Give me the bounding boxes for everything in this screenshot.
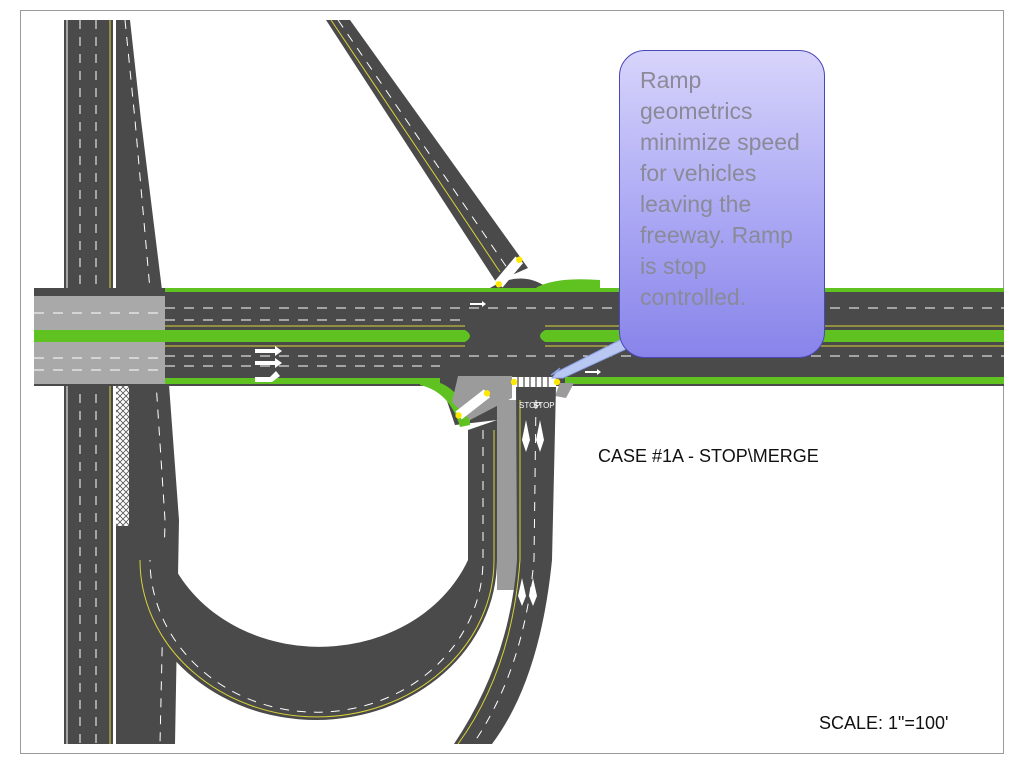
small-arrow-1 — [470, 301, 486, 307]
gore-hatch — [116, 386, 129, 526]
right-turn-arrow — [255, 371, 280, 382]
scale-label: SCALE: 1"=100' — [819, 713, 949, 733]
case-label: CASE #1A - STOP\MERGE — [598, 446, 819, 466]
through-arrow-2 — [255, 358, 282, 368]
bridge-deck — [34, 296, 165, 384]
diagonal-ramp — [326, 19, 528, 282]
crosswalks — [455, 256, 561, 420]
lane-arrow-merge-2 — [529, 578, 537, 606]
lane-arrows — [255, 301, 601, 382]
lane-arrow-merge-1 — [518, 578, 526, 606]
callout-text: Ramp geometrics minimize speed for vehic… — [640, 67, 800, 310]
lane-arrow-left-1 — [522, 420, 530, 452]
off-ramp — [454, 386, 556, 745]
crossroad — [34, 278, 1004, 386]
stop-marking-right: STOP — [533, 401, 555, 410]
callout-box: Ramp geometrics minimize speed for vehic… — [619, 50, 825, 358]
through-arrow-1 — [255, 346, 282, 356]
loop-ramp — [126, 379, 497, 720]
lane-arrow-left-2 — [536, 420, 544, 452]
small-arrow-2 — [585, 369, 601, 375]
stop-marking-left: STOP — [519, 401, 541, 410]
